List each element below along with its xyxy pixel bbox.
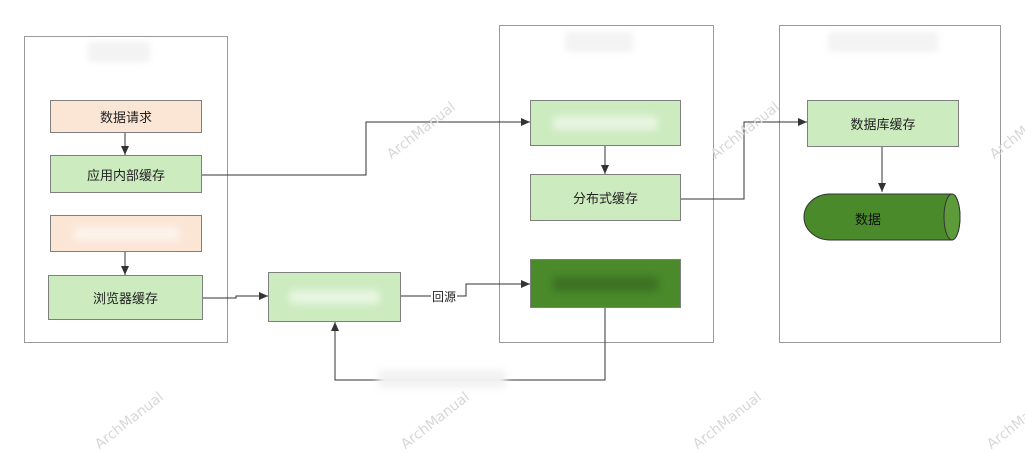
blurred-text xyxy=(73,226,179,241)
distributed-cache-node[interactable]: 分布式缓存 xyxy=(530,174,681,221)
app-cache-node[interactable]: 应用内部缓存 xyxy=(50,155,202,193)
data-cylinder[interactable] xyxy=(800,192,970,242)
blurred-return-label xyxy=(378,370,506,388)
client-group-title xyxy=(88,42,150,62)
server-top-node[interactable] xyxy=(530,100,681,146)
distributed-cache-label: 分布式缓存 xyxy=(572,192,638,207)
blurred-text xyxy=(553,116,658,130)
proxy-node[interactable] xyxy=(268,272,401,322)
edge-distributed-to-db-cache xyxy=(681,118,807,200)
data-request-node[interactable]: 数据请求 xyxy=(50,100,202,133)
db-cache-label: 数据库缓存 xyxy=(850,118,916,133)
server-group-title xyxy=(565,32,633,52)
db-cache-node[interactable]: 数据库缓存 xyxy=(807,100,959,147)
browser-cache-label: 浏览器缓存 xyxy=(92,292,158,307)
origin-node[interactable] xyxy=(530,259,681,308)
blurred-text xyxy=(288,290,381,304)
edge-browser-to-proxy xyxy=(203,292,268,300)
blurred-client-node[interactable] xyxy=(50,215,202,252)
data-label: 数据 xyxy=(855,213,882,228)
origin-fetch-label: 回源 xyxy=(431,290,458,304)
app-cache-label: 应用内部缓存 xyxy=(86,168,165,184)
browser-cache-node[interactable]: 浏览器缓存 xyxy=(48,275,203,320)
database-group xyxy=(779,25,1001,343)
data-request-label: 数据请求 xyxy=(99,111,152,126)
diagram-canvas: 数据请求 应用内部缓存 浏览器缓存 分布式缓存 数据库缓存 数据 回源 Arch… xyxy=(24,25,1025,453)
edge-app-cache-to-server xyxy=(202,118,530,176)
blurred-text xyxy=(553,276,658,291)
database-group-title xyxy=(828,32,938,52)
edge-proxy-to-origin xyxy=(401,280,530,297)
